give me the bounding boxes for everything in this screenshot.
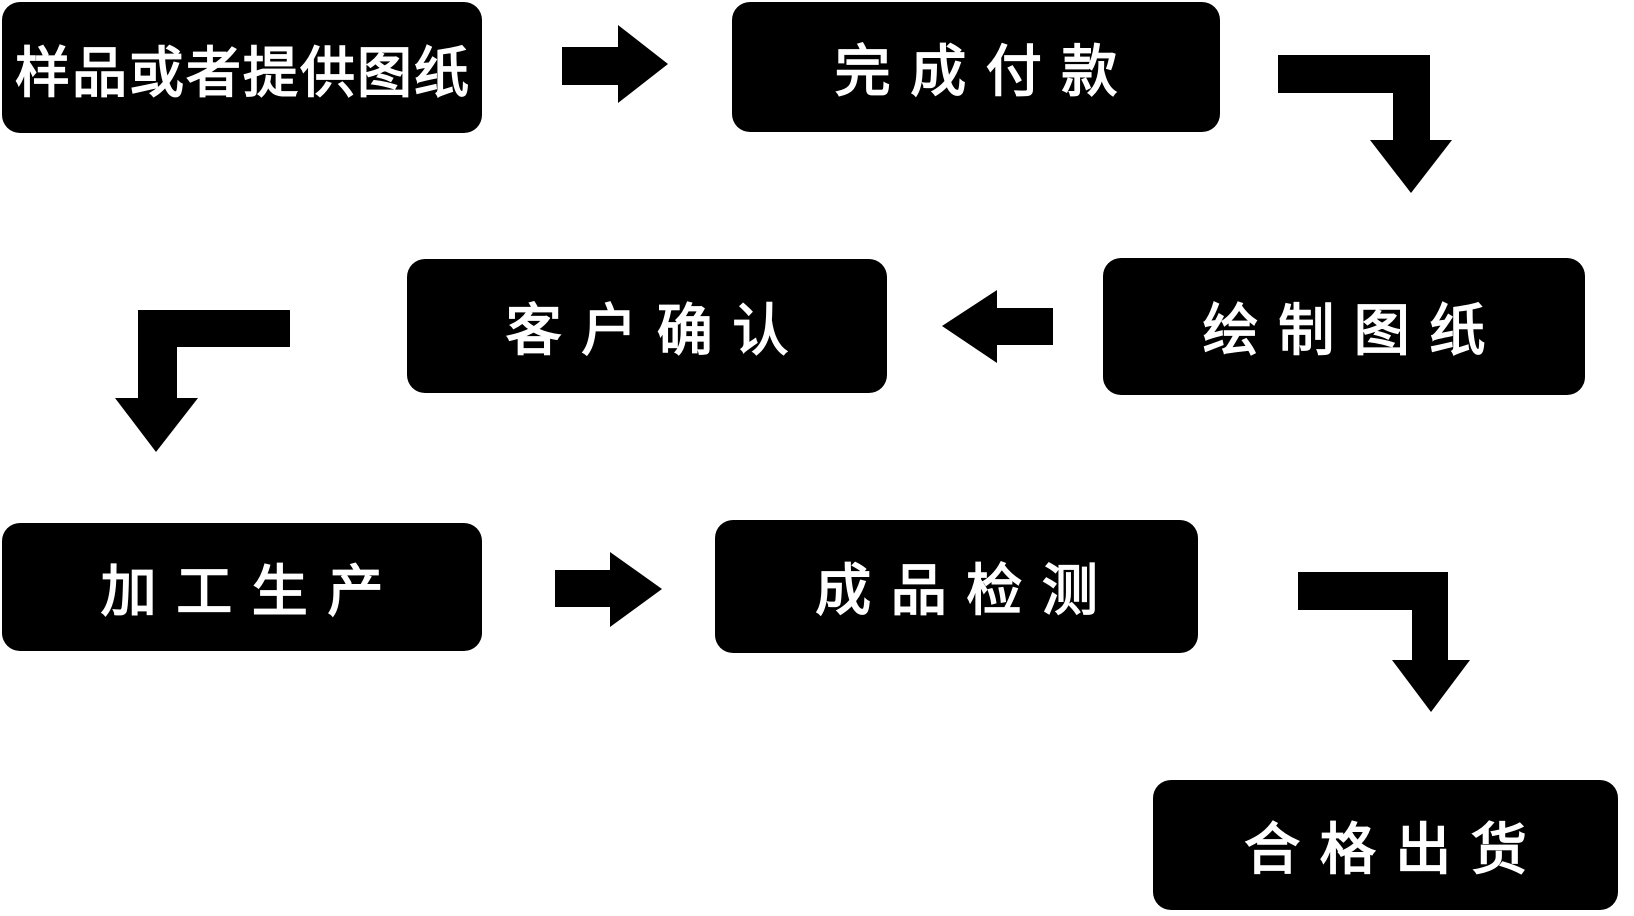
node-processing-production: 加工生产 (2, 523, 482, 651)
node-finished-product-inspection: 成品检测 (715, 520, 1198, 653)
node-label: 样品或者提供图纸 (14, 40, 471, 105)
arrow-step4-to-step5-bent-down-arrow-icon (115, 310, 290, 452)
node-label: 合格出货 (1244, 817, 1547, 883)
node-sample-or-provide-drawings: 样品或者提供图纸 (2, 2, 482, 133)
node-complete-payment: 完成付款 (732, 2, 1220, 132)
node-label: 加工生产 (100, 559, 403, 625)
arrow-step1-to-step2-right-arrow-icon (562, 25, 668, 103)
arrow-step2-to-step3-bent-down-arrow-icon (1278, 55, 1452, 193)
node-qualified-shipment: 合格出货 (1153, 780, 1618, 910)
arrow-step5-to-step6-right-arrow-icon (555, 552, 662, 627)
arrow-step3-to-step4-left-arrow-icon (942, 290, 1053, 363)
node-customer-confirmation: 客户确认 (407, 259, 887, 393)
node-label: 完成付款 (834, 39, 1137, 105)
node-draw-drawings: 绘制图纸 (1103, 258, 1585, 395)
node-label: 成品检测 (815, 559, 1118, 624)
node-label: 绘制图纸 (1202, 299, 1505, 364)
node-label: 客户确认 (505, 298, 808, 364)
arrow-step6-to-step7-bent-down-arrow-icon (1298, 572, 1470, 712)
